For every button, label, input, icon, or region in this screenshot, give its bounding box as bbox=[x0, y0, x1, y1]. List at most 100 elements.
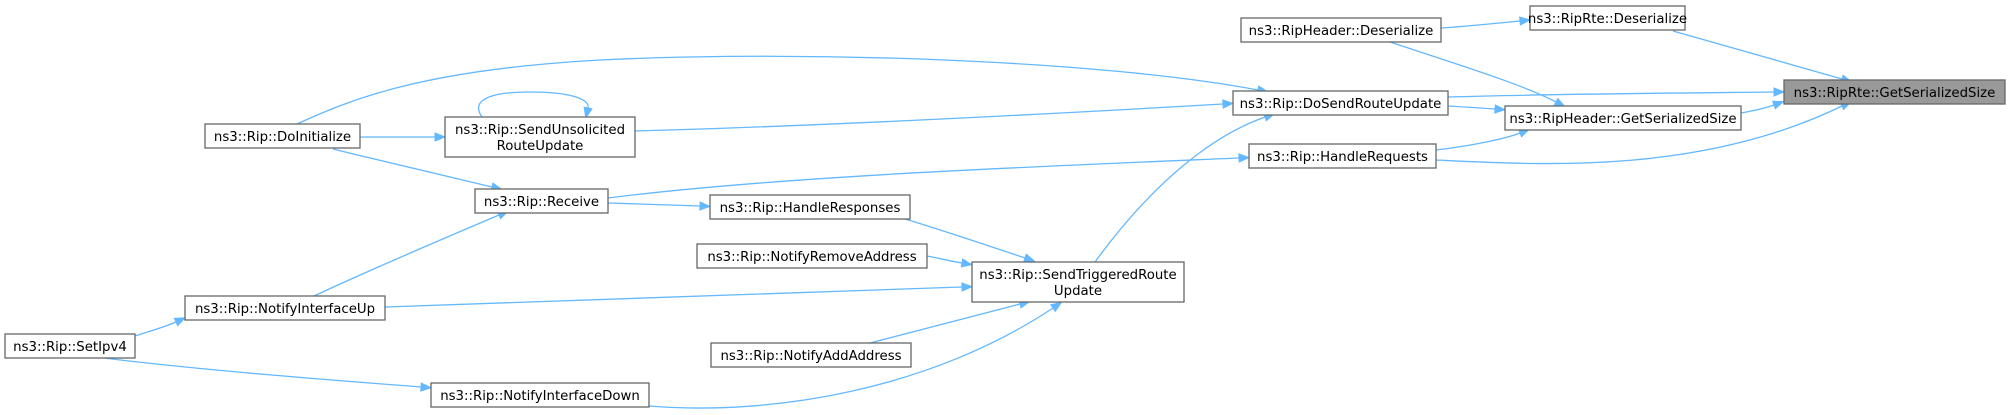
node-setipv4[interactable]: ns3::Rip::SetIpv4 bbox=[4, 333, 136, 359]
edge-notifyinterfaceup-to-receive bbox=[313, 210, 510, 297]
edge-line bbox=[332, 148, 493, 188]
node-label: RouteUpdate bbox=[497, 139, 584, 154]
arrowhead bbox=[1222, 99, 1235, 109]
node-box bbox=[444, 116, 636, 158]
node-label: ns3::RipRte::GetSerializedSize bbox=[1794, 86, 1996, 101]
edge-line bbox=[926, 255, 963, 264]
node-label: ns3::Rip::DoInitialize bbox=[214, 130, 351, 145]
node-handlerequests[interactable]: ns3::Rip::HandleRequests bbox=[1248, 143, 1437, 169]
node-label: ns3::Rip::DoSendRouteUpdate bbox=[1240, 97, 1442, 112]
arrowhead bbox=[1771, 100, 1785, 110]
node-handleresponses[interactable]: ns3::Rip::HandleResponses bbox=[709, 194, 911, 220]
edge-line bbox=[1447, 91, 1775, 98]
edge-line bbox=[904, 218, 1026, 259]
edge-dosendrouteupdate-to-rte_getserializedsize bbox=[1447, 87, 1786, 98]
node-rte-getserializedsize[interactable]: ns3::RipRte::GetSerializedSize bbox=[1783, 79, 2006, 105]
node-label: ns3::RipHeader::Deserialize bbox=[1249, 24, 1434, 39]
node-box bbox=[1232, 90, 1449, 116]
edge-rte_deserialize-to-rte_getserializedsize bbox=[1672, 30, 1853, 84]
edges-layer bbox=[103, 16, 1853, 409]
edge-line bbox=[296, 55, 1259, 125]
node-box bbox=[430, 382, 650, 408]
arrowhead bbox=[961, 282, 974, 292]
edge-setipv4-to-notifyinterfaceup bbox=[134, 317, 187, 337]
edge-setipv4-to-notifyinterfacedown bbox=[103, 357, 433, 392]
node-box bbox=[184, 295, 386, 321]
node-header-getserializedsize[interactable]: ns3::RipHeader::GetSerializedSize bbox=[1504, 105, 1742, 131]
node-dosendrouteupdate[interactable]: ns3::Rip::DoSendRouteUpdate bbox=[1232, 90, 1449, 116]
node-box bbox=[709, 194, 911, 220]
edge-line bbox=[648, 307, 1054, 409]
arrowhead bbox=[1023, 253, 1036, 263]
edge-line bbox=[1447, 105, 1496, 110]
nodes-layer: ns3::RipRte::GetSerializedSize ns3::RipRt… bbox=[4, 5, 2006, 408]
arrowhead bbox=[960, 258, 974, 268]
edge-receive-to-handlerequests bbox=[607, 153, 1251, 199]
edge-line bbox=[869, 303, 1021, 344]
edge-line bbox=[1440, 20, 1521, 29]
node-label: Update bbox=[1054, 284, 1102, 299]
node-label: ns3::Rip::NotifyInterfaceDown bbox=[440, 389, 640, 404]
node-label: ns3::Rip::NotifyRemoveAddress bbox=[707, 250, 916, 265]
node-notifyaddaddress[interactable]: ns3::Rip::NotifyAddAddress bbox=[710, 342, 912, 368]
edge-line bbox=[634, 103, 1224, 132]
node-receive[interactable]: ns3::Rip::Receive bbox=[474, 188, 609, 214]
edge-notifyinterfacedown-to-sendtriggered bbox=[648, 301, 1063, 409]
node-rte-deserialize[interactable]: ns3::RipRte::Deserialize bbox=[1528, 5, 1687, 31]
arrowhead bbox=[1519, 16, 1532, 26]
node-box bbox=[1240, 17, 1442, 43]
node-header-deserialize[interactable]: ns3::RipHeader::Deserialize bbox=[1240, 17, 1442, 43]
edge-dosendrouteupdate-to-header_getserializedsize bbox=[1447, 104, 1507, 114]
edge-line bbox=[103, 357, 422, 388]
node-label: ns3::Rip::HandleResponses bbox=[720, 201, 901, 216]
edge-line bbox=[1435, 132, 1521, 151]
edge-line bbox=[1740, 104, 1775, 114]
edge-line bbox=[607, 157, 1240, 199]
edge-line bbox=[313, 214, 500, 297]
edge-doinitialize-to-sendunsolicited bbox=[359, 132, 447, 142]
arrowhead bbox=[1238, 153, 1251, 163]
node-box bbox=[1783, 79, 2006, 105]
node-notifyinterfaceup[interactable]: ns3::Rip::NotifyInterfaceUp bbox=[184, 295, 386, 321]
edge-sendunsolicited-to-sendunsolicited bbox=[477, 91, 593, 120]
edge-header_getserializedsize-to-rte_getserializedsize bbox=[1740, 100, 1785, 114]
arrowhead bbox=[583, 106, 593, 120]
edge-line bbox=[1435, 105, 1843, 165]
node-box bbox=[696, 243, 928, 269]
node-box bbox=[1504, 105, 1742, 131]
edge-line bbox=[477, 91, 589, 118]
edge-line bbox=[384, 286, 963, 308]
node-label: ns3::Rip::NotifyAddAddress bbox=[720, 349, 901, 364]
node-box bbox=[204, 123, 361, 149]
node-label: ns3::RipHeader::GetSerializedSize bbox=[1509, 112, 1736, 127]
node-label: ns3::Rip::SendUnsolicited bbox=[455, 123, 625, 138]
edge-handleresponses-to-sendtriggered bbox=[904, 218, 1036, 263]
edge-line bbox=[1672, 30, 1843, 80]
edge-receive-to-handleresponses bbox=[607, 201, 712, 211]
edge-header_deserialize-to-rte_deserialize bbox=[1440, 16, 1532, 29]
node-notifyremoveaddress[interactable]: ns3::Rip::NotifyRemoveAddress bbox=[696, 243, 928, 269]
arrowhead bbox=[420, 382, 433, 392]
arrowhead bbox=[1494, 104, 1507, 114]
edge-notifyinterfaceup-to-sendtriggered bbox=[384, 282, 974, 308]
node-box bbox=[710, 342, 912, 368]
arrowhead bbox=[1049, 301, 1063, 313]
node-notifyinterfacedown[interactable]: ns3::Rip::NotifyInterfaceDown bbox=[430, 382, 650, 408]
node-label: ns3::Rip::Receive bbox=[484, 195, 599, 210]
edge-sendunsolicited-to-dosendrouteupdate bbox=[634, 99, 1235, 132]
edge-sendtriggered-to-dosendrouteupdate bbox=[1094, 112, 1276, 263]
arrowhead bbox=[1773, 87, 1786, 97]
node-box bbox=[971, 261, 1185, 303]
edge-line bbox=[1094, 116, 1266, 263]
edge-doinitialize-to-dosendrouteupdate bbox=[296, 55, 1270, 125]
edge-handlerequests-to-header_getserializedsize bbox=[1435, 128, 1531, 151]
arrowhead bbox=[434, 132, 447, 142]
node-label: ns3::RipRte::Deserialize bbox=[1528, 12, 1687, 27]
arrowhead bbox=[699, 201, 712, 211]
node-box bbox=[4, 333, 136, 359]
arrowhead bbox=[173, 317, 187, 327]
node-doinitialize[interactable]: ns3::Rip::DoInitialize bbox=[204, 123, 361, 149]
